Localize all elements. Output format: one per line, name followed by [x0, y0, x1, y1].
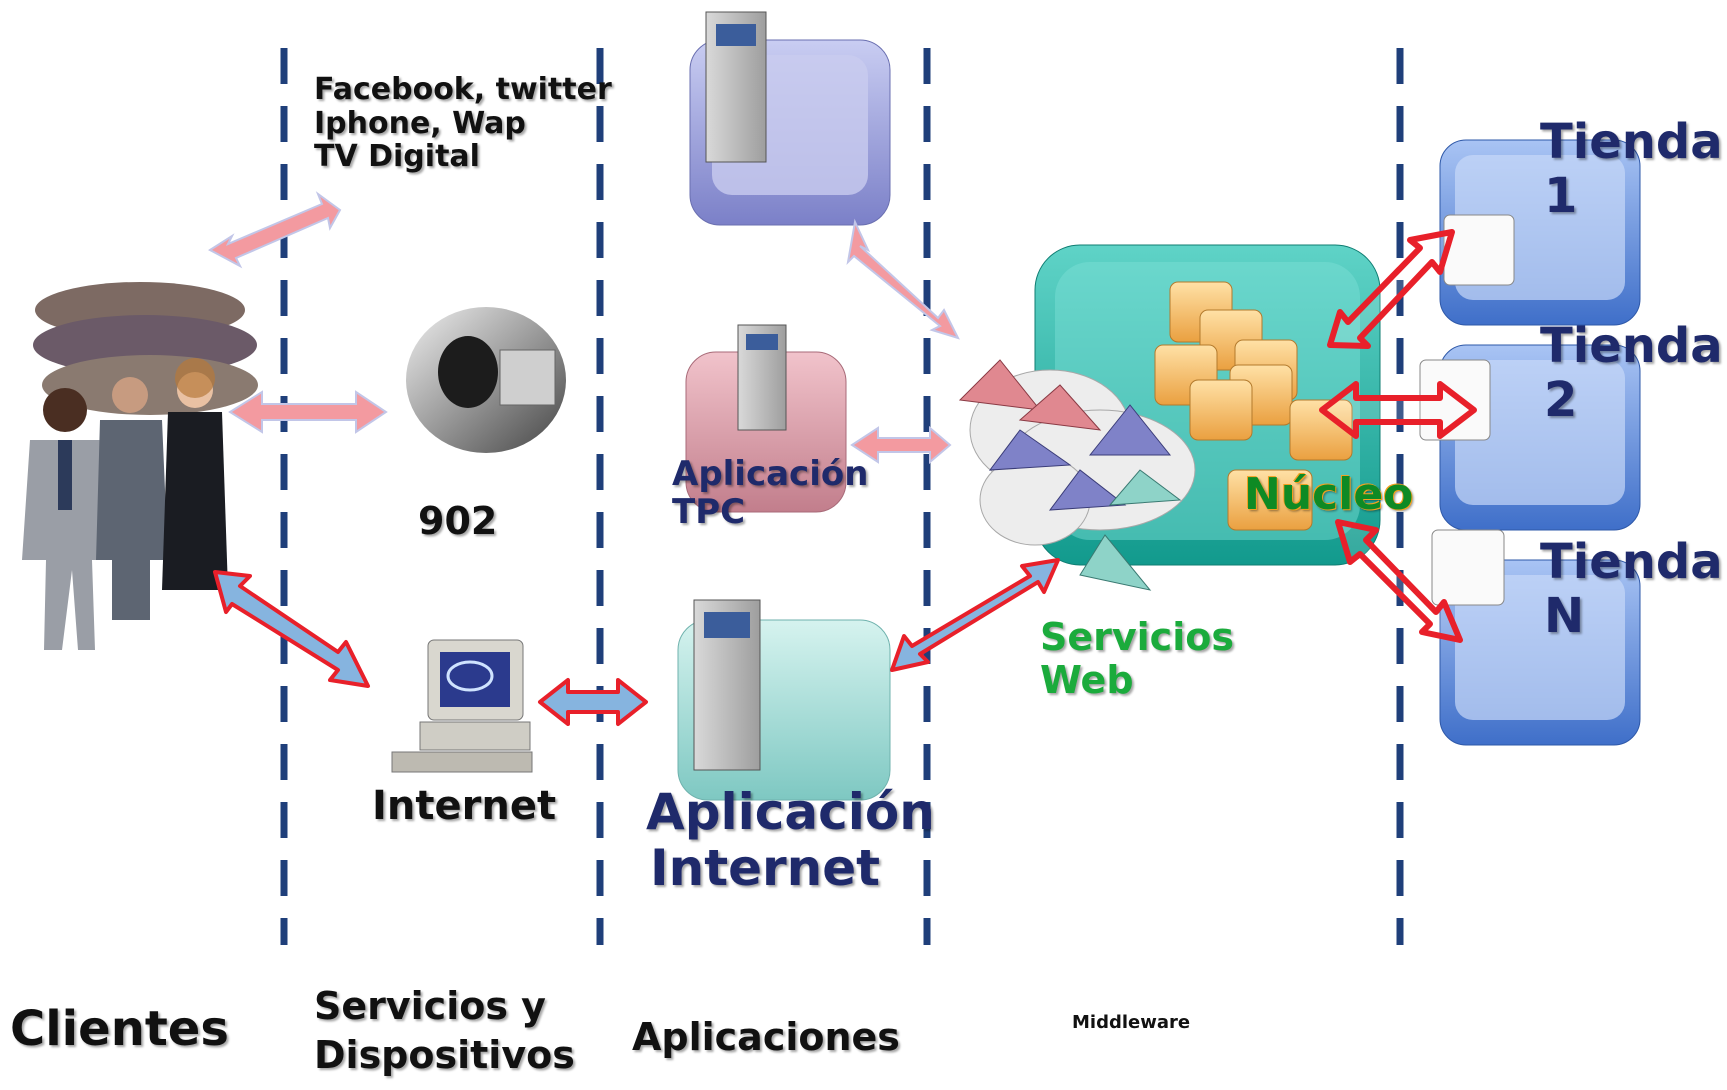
services-list-line: Iphone, Wap — [314, 105, 526, 141]
column-title-clientes: Clientes — [10, 1001, 229, 1057]
web-services-label: Servicios Web — [1040, 616, 1234, 701]
app-server-internet — [677, 599, 891, 801]
phone-number-label: 902 — [418, 499, 498, 543]
services-list-line: TV Digital — [314, 139, 480, 175]
column-title-aplicaciones: Aplicaciones — [632, 1015, 900, 1059]
app-tpc-line: TPC — [672, 492, 746, 533]
internet-device-label: Internet — [372, 783, 557, 829]
app-internet-line: Aplicación — [646, 783, 935, 841]
services-list-line: Facebook, twitter — [314, 72, 612, 107]
store-name: Tienda — [1540, 318, 1723, 374]
store-name: Tienda — [1540, 534, 1723, 590]
app-server-top — [689, 11, 891, 226]
web-services-cloud — [958, 359, 1196, 591]
connection-arrows — [208, 191, 1477, 726]
blue-arrow — [213, 570, 370, 688]
store-name: Tienda — [1540, 114, 1723, 170]
app-internet-label: Aplicación Internet — [646, 784, 935, 896]
blue-arrow — [538, 678, 648, 726]
pink-arrow — [228, 390, 388, 434]
store-label-1: Tienda 1 — [1540, 114, 1723, 224]
red-arrow — [1327, 229, 1455, 349]
red-arrow — [1335, 519, 1463, 643]
store-id: N — [1544, 587, 1585, 644]
store-box-1 — [1439, 139, 1641, 326]
web-services-line: Web — [1040, 657, 1134, 702]
store-box-2 — [1419, 344, 1641, 531]
store-id: 1 — [1544, 167, 1578, 224]
desktop-pc-image — [391, 639, 533, 773]
pink-arrow — [846, 218, 960, 340]
app-internet-line: Internet — [650, 839, 881, 897]
app-server-tpc — [685, 324, 847, 513]
pink-arrow — [208, 191, 342, 269]
pink-arrow — [850, 425, 952, 465]
column-title-servicios-line: Servicios y — [314, 984, 546, 1028]
store-label-2: Tienda 2 — [1540, 318, 1723, 428]
clients-crowd-image — [22, 282, 258, 650]
app-tpc-line: Aplicación — [672, 454, 869, 494]
core-modules — [1154, 281, 1353, 531]
column-title-servicios: Servicios y Dispositivos — [314, 982, 575, 1081]
red-arrow — [1319, 381, 1477, 439]
call-center-image — [406, 307, 566, 453]
core-label: Núcleo — [1244, 469, 1414, 520]
column-title-middleware: Middleware — [1072, 1012, 1191, 1033]
column-dividers — [280, 48, 1404, 945]
app-tpc-label: Aplicación TPC — [672, 455, 868, 531]
column-title-servicios-line: Dispositivos — [314, 1033, 575, 1078]
store-id: 2 — [1544, 371, 1578, 428]
web-services-line: Servicios — [1040, 615, 1234, 659]
store-label-n: Tienda N — [1540, 534, 1723, 644]
blue-arrow — [890, 558, 1060, 672]
store-box-n — [1431, 529, 1641, 746]
services-list: Facebook, twitter Iphone, Wap TV Digital — [314, 73, 612, 174]
